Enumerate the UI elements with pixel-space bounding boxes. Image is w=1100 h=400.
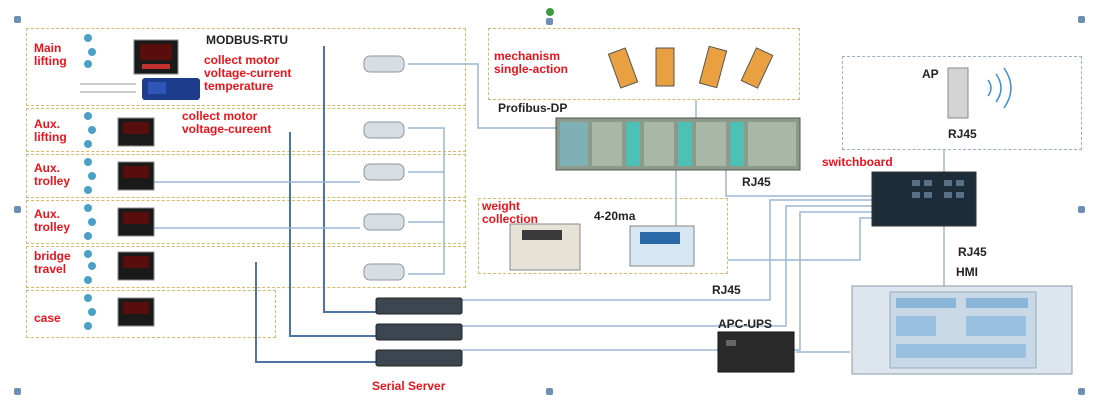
- label-case: case: [34, 311, 61, 325]
- label-aux-trolley-2: Aux. trolley: [34, 207, 71, 234]
- meter-aux-trolley-1: [117, 161, 155, 191]
- weight-indicators: [509, 223, 695, 271]
- selection-handle-bottom-left[interactable]: [14, 388, 21, 395]
- meter-aux-trolley-2: [117, 207, 155, 237]
- main-lifting-box: [26, 28, 466, 106]
- encoder-bus-wire: [408, 127, 445, 275]
- ups-unit: [717, 331, 795, 373]
- label-rj45-ap: RJ45: [948, 127, 977, 141]
- access-point: [947, 67, 1012, 119]
- case-box: [26, 290, 276, 338]
- selection-handle-top-mid[interactable]: [546, 18, 553, 25]
- weight-box: [478, 198, 728, 274]
- modbus-gateway: [142, 78, 200, 100]
- label-ups: APC-UPS: [718, 317, 773, 331]
- aux-lifting-box: [26, 108, 466, 152]
- annotation-collect-main: collect motor voltage-current temperatur…: [204, 53, 292, 93]
- network-switch: [871, 171, 977, 227]
- aux-trolley-box-1: [26, 154, 466, 198]
- selection-handle-top[interactable]: [546, 8, 554, 16]
- annotation-serial-server: Serial Server: [372, 379, 446, 393]
- label-aux-lifting: Aux. lifting: [34, 117, 67, 144]
- label-aux-trolley-1: Aux. trolley: [34, 161, 71, 188]
- serial3-wire: [462, 211, 880, 351]
- serial1-wire: [462, 199, 880, 301]
- label-rj45-switch: RJ45: [958, 245, 987, 259]
- bridge-travel-box: [26, 246, 466, 288]
- selection-handle-bottom-right[interactable]: [1078, 388, 1085, 395]
- modbus-bus-line: [323, 46, 376, 313]
- meter-main: [133, 39, 179, 75]
- annotation-switchboard: switchboard: [822, 155, 893, 169]
- meter-bridge: [117, 251, 155, 281]
- selection-handle-left[interactable]: [14, 206, 21, 213]
- selection-handle-right[interactable]: [1078, 206, 1085, 213]
- ap-box: [842, 56, 1082, 150]
- bridge-wire: [255, 262, 376, 363]
- label-rj45-plc: RJ45: [742, 175, 771, 189]
- limit-switches: [607, 45, 774, 89]
- annotation-mechanism: mechanism single-action: [494, 49, 569, 76]
- annotation-collect-aux: collect motor voltage-cureent: [182, 109, 272, 136]
- encoder-wire-1: [408, 63, 556, 129]
- mechanism-box: [488, 28, 800, 100]
- meter-aux-lifting: [117, 117, 155, 147]
- label-modbus: MODBUS-RTU: [206, 33, 288, 47]
- plc-rack: [555, 117, 801, 171]
- aux-lifting-wire: [289, 132, 376, 337]
- selection-handle-top-right[interactable]: [1078, 16, 1085, 23]
- plc-rj45-wire: [725, 168, 880, 197]
- label-analog: 4-20ma: [594, 209, 636, 223]
- label-rj45-weight: RJ45: [712, 283, 741, 297]
- hmi-panel: [851, 285, 1073, 375]
- aux-trolley-box-2: [26, 200, 466, 244]
- label-profibus: Profibus-DP: [498, 101, 568, 115]
- annotation-weight: weight collection: [482, 199, 539, 226]
- label-main-lifting: Main lifting: [34, 41, 67, 68]
- serial-servers: [375, 297, 463, 367]
- selection-handle-bottom-mid[interactable]: [546, 388, 553, 395]
- label-ap: AP: [922, 67, 939, 81]
- meter-case: [117, 297, 155, 327]
- label-hmi: HMI: [956, 265, 978, 279]
- serial2-wire: [462, 205, 880, 327]
- selection-handle-top-left[interactable]: [14, 16, 21, 23]
- label-bridge-travel: bridge travel: [34, 249, 71, 276]
- weight-wire: [728, 217, 880, 261]
